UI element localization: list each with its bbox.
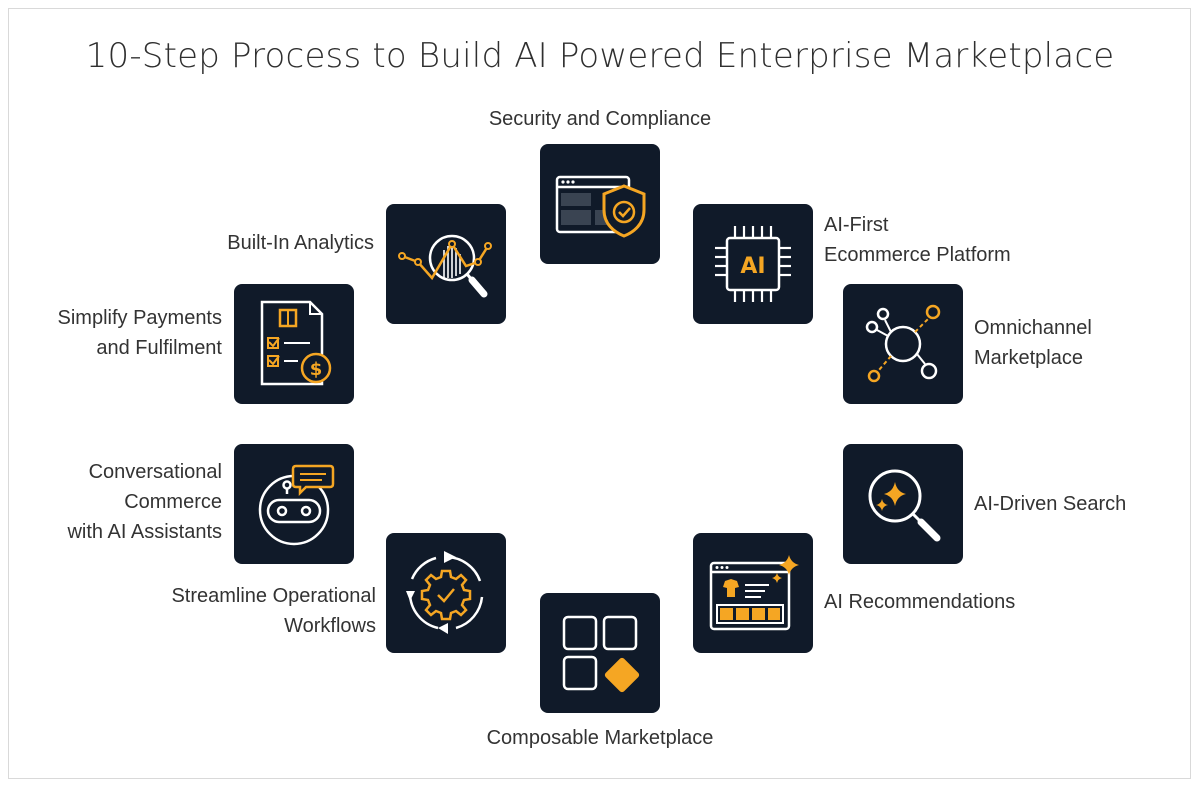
step-tile-workflows: [386, 533, 506, 653]
step-tile-ai-recommendations: [693, 533, 813, 653]
step-label-security-compliance: Security and Compliance: [488, 108, 712, 130]
step-label-ai-driven-search: AI-Driven Search: [974, 493, 1127, 515]
svg-text:AI: AI: [740, 254, 765, 279]
invoice-payment-icon: $: [260, 300, 332, 386]
chatbot-icon: [258, 464, 335, 546]
step-label-payments: Simplify Payments and Fulfilment: [57, 307, 223, 359]
analytics-magnifier-icon: [398, 234, 492, 298]
gear-cycle-icon: [406, 551, 484, 634]
step-label-workflows: Streamline Operational Workflows: [171, 585, 376, 637]
modular-blocks-icon: [562, 615, 640, 693]
step-tile-omnichannel: [843, 284, 963, 404]
browser-shield-icon: [555, 175, 646, 238]
storefront-sparkle-icon: [709, 555, 799, 631]
step-label-analytics: Built-In Analytics: [227, 232, 374, 254]
step-tile-payments: $: [234, 284, 354, 404]
step-tile-analytics: [386, 204, 506, 324]
network-hub-icon: [865, 304, 941, 383]
step-tile-composable: [540, 593, 660, 713]
step-tile-ai-driven-search: [843, 444, 963, 564]
svg-text:$: $: [310, 359, 323, 380]
step-label-composable: Composable Marketplace: [486, 727, 714, 749]
sparkle-search-icon: [868, 469, 941, 542]
diagram-title: 10-Step Process to Build AI Powered Ente…: [85, 36, 1115, 76]
step-label-ai-first-platform: AI-First Ecommerce Platform: [824, 214, 1011, 266]
step-label-conversational: Conversational Commerce with AI Assistan…: [67, 461, 222, 543]
step-label-omnichannel: Omnichannel Marketplace: [974, 317, 1092, 369]
step-tile-ai-first-platform: AI: [693, 204, 813, 324]
step-tile-security-compliance: [540, 144, 660, 264]
step-tile-conversational: [234, 444, 354, 564]
ai-chip-icon: AI: [715, 226, 791, 302]
diagram-frame: [8, 8, 1191, 779]
step-label-ai-recommendations: AI Recommendations: [824, 591, 1016, 613]
